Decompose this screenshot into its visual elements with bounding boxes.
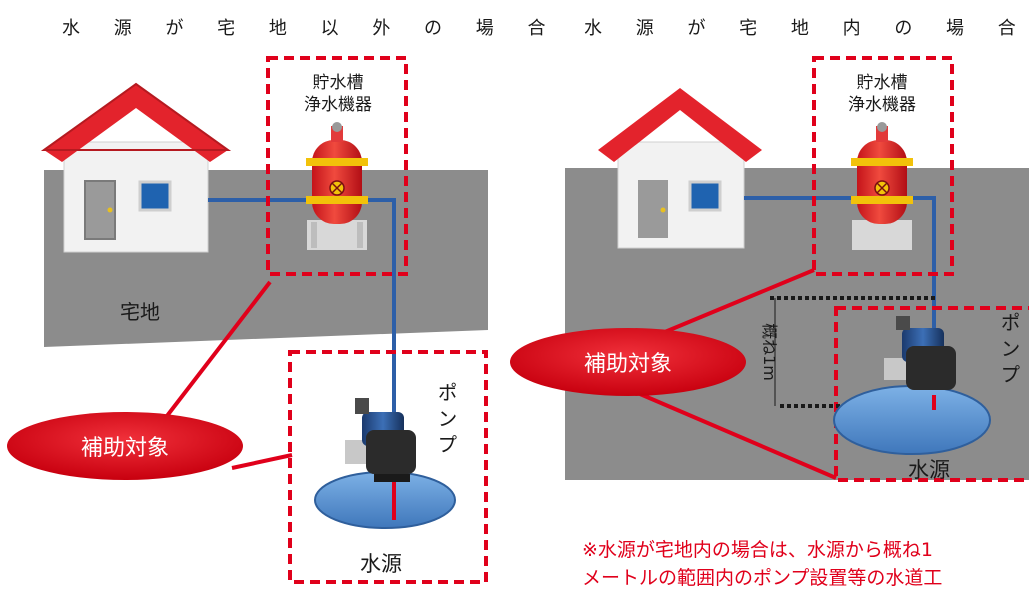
right-title: 水 源 が 宅 地 内 の 場 合 <box>584 18 1029 39</box>
subsidy-connector <box>148 280 272 440</box>
tank-box-right <box>812 56 954 276</box>
subsidy-connector-right <box>659 268 815 336</box>
tank-box <box>266 56 408 276</box>
pump-box-right <box>834 306 1029 482</box>
tank-label-line2-right: 浄水機器 <box>848 95 916 115</box>
tank-label-line1: 貯水槽 <box>312 73 364 93</box>
tank-label-line2: 浄水機器 <box>304 95 372 115</box>
storage-tank-icon-right <box>851 122 913 250</box>
water-source-right <box>833 385 991 455</box>
subsidy-connector-right-2 <box>639 392 837 480</box>
right-water-label: 水源 <box>908 458 950 482</box>
note-text: ※水源が宅地内の場合は、水源から概ね1 メートルの範囲内のポンプ設置等の水道工 <box>582 536 942 592</box>
left-panel <box>7 56 488 584</box>
house-icon <box>40 82 232 253</box>
left-title: 水 源 が 宅 地 以 外 の 場 合 <box>62 18 560 39</box>
house-icon-right <box>598 88 762 249</box>
note-line2: メートルの範囲内のポンプ設置等の水道工 <box>582 567 943 589</box>
right-panel <box>510 56 1029 482</box>
right-tank-label: 貯水槽 浄水機器 <box>832 72 932 116</box>
yard-label: 宅地 <box>120 300 160 324</box>
subsidy-pill <box>7 412 243 480</box>
right-subsidy-label: 補助対象 <box>583 352 672 377</box>
right-pump-label: ポンプ <box>997 312 1021 390</box>
storage-tank-icon <box>306 122 368 250</box>
tank-label-line1-right: 貯水槽 <box>856 73 908 93</box>
left-water-label: 水源 <box>360 552 402 576</box>
distance-label: 概ね1m <box>759 323 779 381</box>
pump-icon <box>345 398 416 482</box>
subsidy-pill-right <box>510 328 746 396</box>
left-pump-label: ポンプ <box>434 382 458 460</box>
note-line1: ※水源が宅地内の場合は、水源から概ね1 <box>582 539 934 561</box>
pump-box <box>288 350 488 584</box>
subsidy-connector-2 <box>231 453 293 470</box>
pump-icon-right <box>884 316 956 390</box>
left-subsidy-label: 補助対象 <box>80 436 169 461</box>
left-tank-label: 貯水槽 浄水機器 <box>288 72 388 116</box>
